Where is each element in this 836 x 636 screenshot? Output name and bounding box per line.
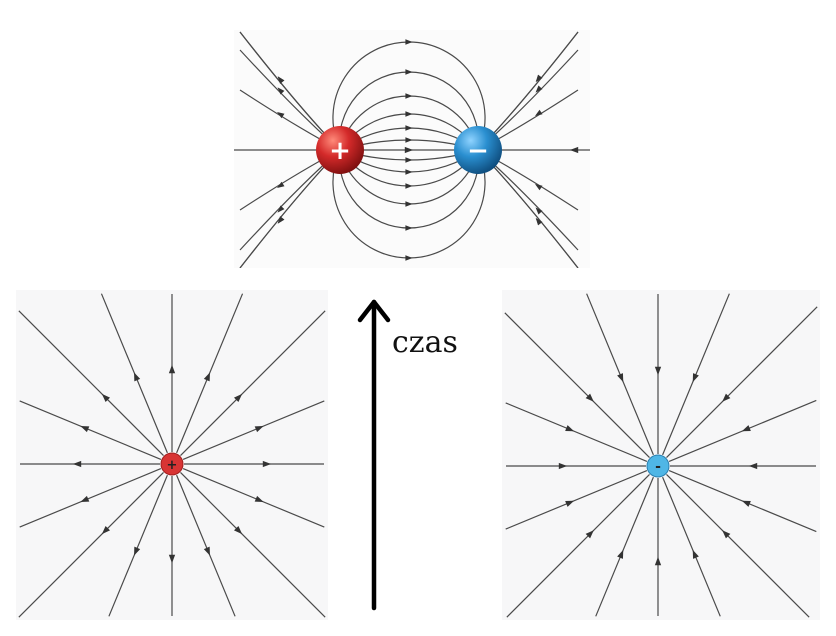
field-arrow bbox=[168, 554, 176, 564]
field-arrow bbox=[722, 393, 731, 402]
dipole-field-lines: + − bbox=[234, 31, 590, 268]
field-arrow bbox=[405, 125, 413, 131]
field-arrow bbox=[748, 462, 758, 470]
field-line bbox=[505, 402, 648, 462]
field-arrow bbox=[405, 69, 413, 75]
positive-charge-icon bbox=[160, 452, 184, 476]
field-arrow bbox=[405, 93, 413, 99]
field-arrow bbox=[722, 530, 731, 539]
negative-charge-panel: - bbox=[502, 290, 820, 620]
field-arrow bbox=[405, 157, 413, 163]
field-arrow bbox=[405, 39, 413, 45]
field-arrow bbox=[262, 460, 272, 468]
field-arrow bbox=[558, 462, 568, 470]
negative-charge-icon bbox=[646, 454, 670, 478]
field-line bbox=[586, 293, 654, 456]
field-arrow bbox=[534, 109, 543, 116]
field-arrow bbox=[654, 366, 662, 376]
field-arrow bbox=[405, 225, 413, 231]
field-line bbox=[108, 474, 168, 617]
field-line bbox=[666, 474, 810, 618]
field-arrow bbox=[276, 181, 285, 188]
field-arrow bbox=[569, 146, 579, 154]
field-arrow bbox=[101, 525, 111, 535]
positive-charge-panel: + bbox=[16, 290, 328, 620]
field-arrow bbox=[405, 201, 413, 207]
field-arrow bbox=[80, 426, 90, 433]
field-line bbox=[180, 472, 326, 618]
field-arrow bbox=[654, 556, 662, 566]
positive-charge-icon bbox=[316, 126, 364, 174]
field-arrow bbox=[72, 460, 82, 468]
field-arrow bbox=[203, 372, 210, 382]
field-arrow bbox=[617, 373, 624, 383]
field-arrow bbox=[692, 549, 699, 559]
field-arrow bbox=[535, 217, 543, 226]
field-line bbox=[18, 310, 164, 456]
field-arrow bbox=[168, 364, 176, 374]
field-arrow bbox=[405, 137, 413, 143]
negative-charge-icon bbox=[454, 126, 502, 174]
field-line bbox=[595, 476, 654, 617]
field-line bbox=[18, 472, 164, 618]
field-arrow bbox=[404, 146, 414, 154]
field-arrow bbox=[233, 393, 243, 403]
field-arrow bbox=[233, 525, 243, 535]
field-arrow bbox=[617, 549, 624, 559]
field-arrow bbox=[277, 216, 285, 224]
field-arrow bbox=[254, 426, 264, 433]
field-arrow bbox=[535, 74, 543, 83]
field-arrow bbox=[134, 546, 141, 556]
field-arrow bbox=[535, 85, 543, 93]
dipole-positive-sign: + bbox=[329, 136, 351, 166]
field-arrow bbox=[134, 372, 141, 382]
field-line bbox=[19, 400, 162, 460]
field-arrow bbox=[565, 425, 575, 432]
dipole-field-panel: + − bbox=[234, 30, 590, 268]
field-arrow bbox=[254, 495, 264, 502]
field-arrow bbox=[405, 183, 413, 189]
field-arrow bbox=[741, 500, 751, 507]
field-line bbox=[662, 476, 721, 617]
field-line bbox=[182, 468, 325, 528]
field-arrow bbox=[101, 393, 111, 403]
field-line bbox=[180, 310, 326, 456]
field-arrow bbox=[80, 495, 90, 502]
field-arrow bbox=[405, 255, 413, 261]
field-arrow bbox=[565, 500, 575, 507]
negative-charge-sign: - bbox=[655, 459, 661, 475]
field-arrow bbox=[692, 373, 699, 383]
dipole-negative-sign: − bbox=[467, 136, 489, 166]
field-arrow bbox=[585, 530, 594, 539]
field-arrow bbox=[405, 169, 413, 175]
field-line bbox=[19, 468, 162, 528]
field-line bbox=[182, 400, 325, 460]
field-arrow bbox=[276, 112, 285, 119]
positive-charge-sign: + bbox=[167, 458, 178, 473]
time-arrow-icon bbox=[357, 299, 391, 611]
field-line bbox=[506, 474, 650, 618]
field-arrow bbox=[534, 184, 543, 191]
field-line bbox=[504, 312, 650, 458]
field-arrow bbox=[741, 425, 751, 432]
field-line bbox=[662, 293, 730, 456]
field-arrow bbox=[585, 393, 594, 402]
field-line bbox=[505, 470, 648, 530]
field-line bbox=[666, 306, 818, 458]
field-arrow bbox=[203, 546, 210, 556]
field-arrow bbox=[277, 76, 285, 84]
field-line bbox=[176, 474, 236, 617]
positive-field-lines: + bbox=[18, 293, 326, 618]
field-arrow bbox=[277, 87, 285, 95]
field-arrow bbox=[405, 111, 413, 117]
negative-field-lines: - bbox=[504, 293, 818, 618]
field-arrow bbox=[277, 205, 285, 213]
field-arrow bbox=[535, 207, 543, 215]
time-label: czas bbox=[392, 325, 458, 360]
